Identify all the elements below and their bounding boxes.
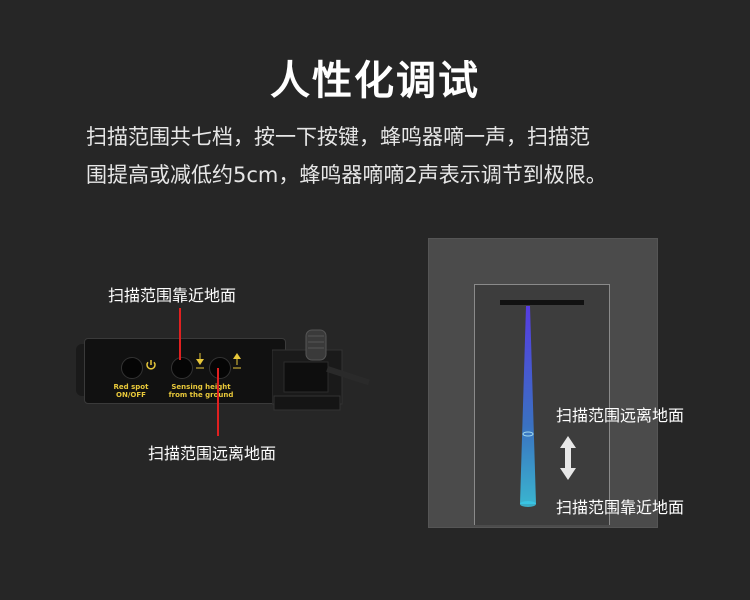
sensing-raise-button[interactable] — [209, 357, 231, 379]
mounting-bracket — [272, 329, 370, 411]
sensing-lower-button[interactable] — [171, 357, 193, 379]
scan-beam — [520, 306, 536, 507]
arrow-down-icon — [196, 353, 204, 369]
description-line-2: 围提高或减低约5cm，蜂鸣器嘀嘀2声表示调节到极限。 — [86, 163, 607, 187]
label-scan-near: 扫描范围靠近地面 — [108, 286, 237, 305]
sensor-bar — [500, 300, 584, 305]
panel-label-far: 扫描范围远离地面 — [556, 406, 685, 425]
arrow-up-icon — [233, 353, 241, 369]
cabinet-inner — [474, 284, 610, 525]
red-spot-button[interactable] — [121, 357, 143, 379]
red-spot-label: Red spot ON/OFF — [113, 383, 149, 399]
description: 扫描范围共七档，按一下按键，蜂鸣器嘀一声，扫描范 围提高或减低约5cm，蜂鸣器嘀… — [86, 118, 676, 194]
description-line-1: 扫描范围共七档，按一下按键，蜂鸣器嘀一声，扫描范 — [86, 125, 590, 149]
panel-label-near: 扫描范围靠近地面 — [556, 498, 685, 517]
label-scan-far: 扫描范围远离地面 — [148, 444, 277, 463]
up-down-arrow-icon — [560, 436, 576, 480]
sensing-height-label: Sensing height from the ground — [168, 383, 234, 399]
power-icon — [146, 360, 156, 370]
sensor-device: Red spot ON/OFF Sensing height from the … — [84, 338, 286, 404]
page-title: 人性化调试 — [270, 58, 480, 104]
